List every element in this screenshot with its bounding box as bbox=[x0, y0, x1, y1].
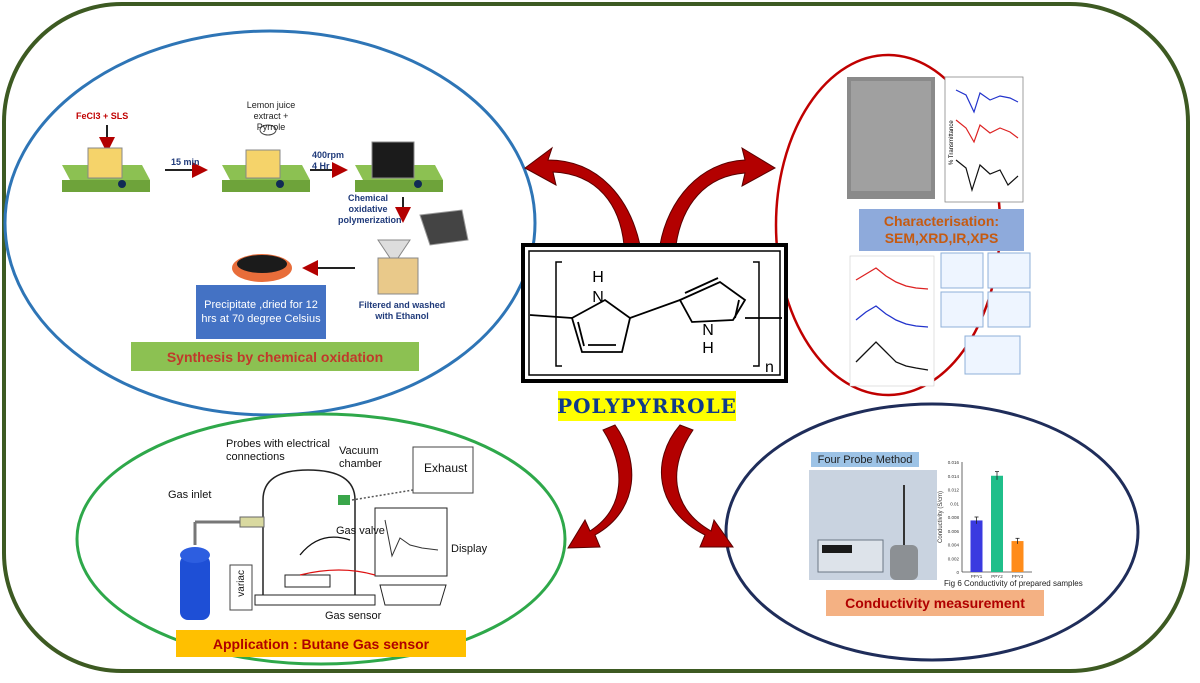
y-tick-label: 0.012 bbox=[948, 488, 960, 493]
vacuum-chamber bbox=[262, 469, 356, 600]
synthesis-title: Synthesis by chemical oxidation bbox=[131, 342, 419, 371]
arrow-to-conductivity bbox=[660, 424, 734, 548]
display-monitor bbox=[374, 507, 448, 577]
y-tick-label: 0.006 bbox=[948, 529, 960, 534]
synthesis-ellipse bbox=[3, 29, 537, 417]
polypyrrole-structure: H N N H n bbox=[521, 243, 788, 383]
gas-cylinder-icon bbox=[180, 555, 210, 620]
exhaust-label: Exhaust bbox=[424, 461, 468, 475]
four-probe-photo bbox=[809, 470, 937, 580]
step-3-label: Chemical oxidative polymerization bbox=[338, 193, 402, 225]
four-probe-method-label: Four Probe Method bbox=[811, 452, 919, 467]
stir-bar-icon bbox=[276, 180, 284, 188]
probes-label: Probes with electrical connections bbox=[226, 438, 330, 463]
display-label: Display bbox=[451, 543, 488, 555]
x-tick-label: PPY1 bbox=[971, 574, 983, 579]
x-tick-label: PPY2 bbox=[991, 574, 1003, 579]
exhaust-box bbox=[412, 446, 474, 494]
arrow-to-characterisation bbox=[659, 146, 777, 246]
variac-label: variac bbox=[236, 570, 247, 597]
characterisation-title-line2: SEM,XRD,IR,XPS bbox=[884, 230, 999, 246]
n-label-left: N bbox=[592, 289, 604, 306]
conductivity-title: Conductivity measurement bbox=[826, 590, 1044, 616]
reagent-1-label: FeCl3 + SLS bbox=[76, 111, 129, 121]
gas-valve-label: Gas valve bbox=[336, 525, 385, 537]
nh-label-left: H bbox=[592, 269, 604, 286]
step-2-label: 400rpm 4 Hr bbox=[312, 150, 345, 171]
y-axis-label: Conductivity (S/cm) bbox=[938, 491, 944, 543]
fig-caption: Fig 6 Conductivity of prepared samples bbox=[944, 579, 1083, 588]
step-1-label: 15 min bbox=[171, 157, 200, 167]
y-tick-label: 0.004 bbox=[948, 543, 960, 548]
arrow-to-synthesis bbox=[524, 146, 641, 246]
gas-sensor-setup bbox=[180, 446, 474, 620]
y-tick-label: 0.01 bbox=[950, 501, 959, 506]
y-tick-label: 0 bbox=[956, 570, 959, 575]
stir-bar-icon bbox=[118, 180, 126, 188]
characterisation-plots: % Transmittance bbox=[847, 76, 1031, 387]
ir-ylabel: % Transmittance bbox=[949, 120, 955, 165]
curved-arrows bbox=[524, 146, 777, 549]
vacuum-chamber-label: Vacuum chamber bbox=[339, 445, 382, 470]
y-tick-label: 0.016 bbox=[948, 460, 960, 465]
outer-frame bbox=[2, 2, 1190, 673]
arrow-to-application bbox=[567, 424, 633, 549]
precipitate-box: Precipitate ,dried for 12 hrs at 70 degr… bbox=[196, 285, 326, 339]
dropper-icon bbox=[259, 124, 277, 136]
variac-box bbox=[229, 564, 253, 611]
reagent-2-label: Lemon juice extract + Pyrrole bbox=[246, 100, 296, 132]
characterisation-title-line1: Characterisation: bbox=[883, 213, 1000, 229]
step-4-label: Filtered and washed with Ethanol bbox=[358, 300, 446, 321]
bar-ppy2 bbox=[991, 475, 1003, 572]
subscript-n: n bbox=[765, 359, 774, 376]
nh-label-right: H bbox=[702, 340, 714, 357]
bar-ppy1 bbox=[970, 520, 983, 572]
characterisation-title: Characterisation: SEM,XRD,IR,XPS bbox=[859, 209, 1024, 251]
synthesis-illustration bbox=[62, 124, 469, 295]
stir-bar-icon bbox=[414, 180, 422, 188]
gas-inlet-label: Gas inlet bbox=[168, 489, 212, 501]
y-tick-label: 0.008 bbox=[948, 515, 960, 520]
y-tick-label: 0.014 bbox=[948, 474, 960, 479]
gas-valve-icon bbox=[338, 495, 350, 505]
bar-ppy3 bbox=[1011, 541, 1024, 572]
gas-inlet-pipe bbox=[239, 516, 265, 528]
polypyrrole-title: POLYPYRROLE bbox=[557, 391, 736, 421]
x-tick-label: PPY3 bbox=[1012, 574, 1024, 579]
gas-sensor-label: Gas sensor bbox=[325, 610, 382, 622]
application-title: Application : Butane Gas sensor bbox=[176, 630, 466, 657]
conductivity-bar-chart: 0 0.002 0.004 0.006 0.008 0.01 0.012 0.014 0.016… bbox=[938, 460, 1032, 579]
n-label-right: N bbox=[702, 322, 714, 339]
y-tick-label: 0.002 bbox=[948, 556, 960, 561]
